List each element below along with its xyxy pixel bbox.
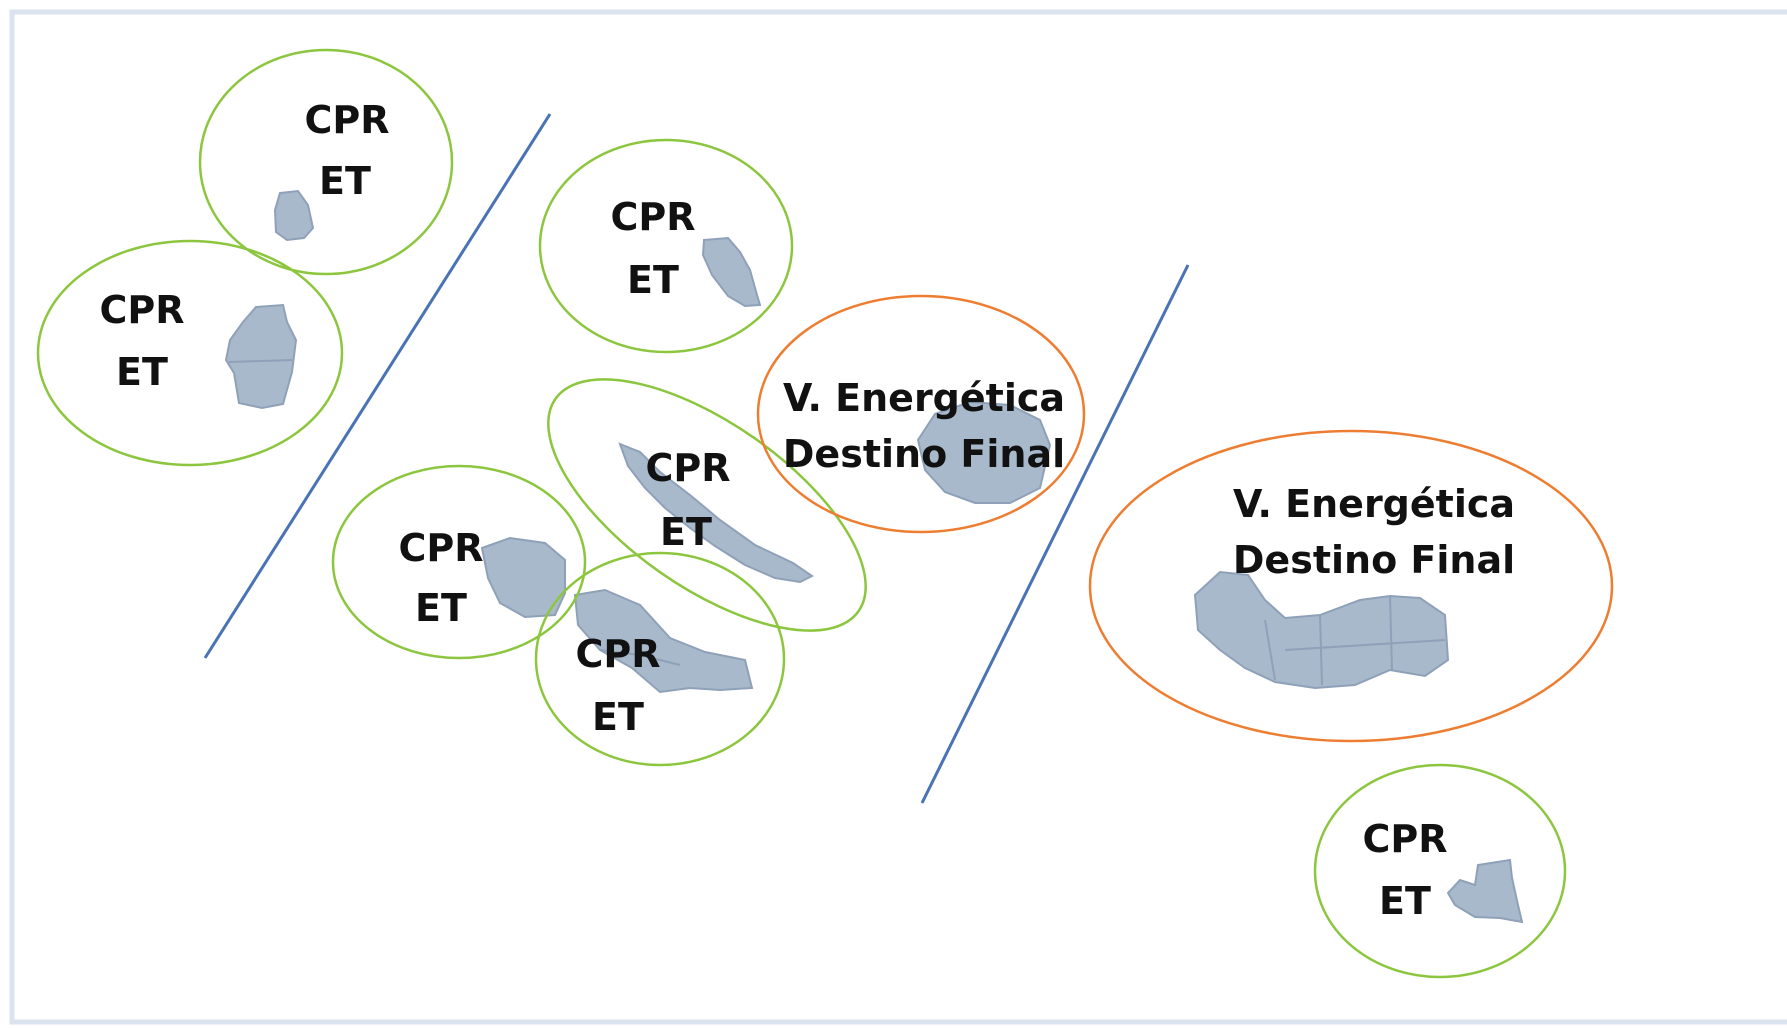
label-group-6-line-2: ET bbox=[592, 695, 644, 739]
divider-line-left bbox=[203, 113, 552, 659]
label-group-8-line-1: V. Energética bbox=[1233, 482, 1515, 526]
label-group-8-line-2: Destino Final bbox=[1233, 538, 1515, 582]
ring-group-4 bbox=[547, 378, 867, 632]
group-labels: CPR ET CPR ET CPR ET CPR ET CPR ET CPR E… bbox=[100, 98, 1516, 923]
ring-group-9 bbox=[1313, 763, 1567, 979]
island-terceira bbox=[916, 400, 1052, 504]
label-group-7-line-1: V. Energética bbox=[783, 376, 1065, 420]
island-sao-miguel bbox=[1193, 570, 1450, 690]
label-group-1-line-2: ET bbox=[319, 159, 371, 203]
island-graciosa bbox=[701, 236, 762, 308]
ring-group-3 bbox=[538, 138, 794, 354]
ring-group-1 bbox=[198, 48, 454, 276]
label-group-3-line-1: CPR bbox=[611, 195, 696, 239]
divider-line-right bbox=[920, 264, 1190, 804]
island-pico bbox=[573, 588, 754, 694]
island-borders bbox=[228, 359, 1446, 686]
island-faial bbox=[480, 536, 566, 619]
label-group-3-line-2: ET bbox=[627, 258, 679, 302]
diagram-frame bbox=[9, 9, 1787, 1025]
label-group-9-line-2: ET bbox=[1379, 879, 1431, 923]
label-group-4-line-2: ET bbox=[660, 510, 712, 554]
group-rings bbox=[36, 48, 1614, 979]
label-group-2-line-2: ET bbox=[116, 350, 168, 394]
label-group-7-line-2: Destino Final bbox=[783, 432, 1065, 476]
ring-group-5 bbox=[331, 464, 587, 660]
island-santa-maria bbox=[1446, 858, 1524, 924]
ring-group-2 bbox=[36, 239, 344, 467]
island-shapes bbox=[224, 189, 1524, 924]
label-group-9-line-1: CPR bbox=[1363, 817, 1448, 861]
ring-group-6 bbox=[534, 551, 786, 767]
label-group-1-line-1: CPR bbox=[305, 98, 390, 142]
label-group-6-line-1: CPR bbox=[576, 632, 661, 676]
label-group-5-line-1: CPR bbox=[399, 526, 484, 570]
island-flores bbox=[224, 303, 298, 410]
island-corvo bbox=[273, 189, 315, 242]
ring-group-7 bbox=[756, 294, 1086, 534]
label-group-4-line-1: CPR bbox=[646, 446, 731, 490]
ring-group-8 bbox=[1088, 429, 1614, 743]
label-group-2-line-1: CPR bbox=[100, 288, 185, 332]
label-group-5-line-2: ET bbox=[415, 586, 467, 630]
island-sao-jorge bbox=[618, 442, 814, 584]
